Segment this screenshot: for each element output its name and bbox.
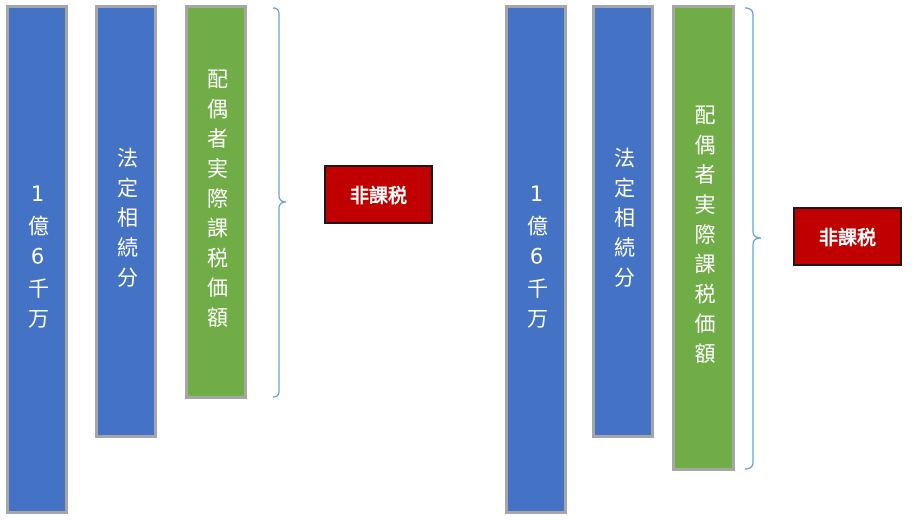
right-legal-share-label: 法定相続分 (611, 146, 636, 297)
right-tax-exempt-badge: 非課税 (793, 207, 902, 266)
left-tax-exempt-badge: 非課税 (324, 165, 433, 224)
left-total-estate-bar: 1億6千万 (6, 5, 68, 514)
left-total-estate-label: 1億6千万 (25, 181, 50, 338)
left-spouse-taxable-label: 配偶者実際課税価額 (204, 67, 229, 337)
left-tax-exempt-label: 非課税 (349, 185, 407, 207)
right-legal-share-bar: 法定相続分 (592, 5, 654, 438)
right-brace (744, 7, 762, 470)
right-spouse-taxable-label: 配偶者実際課税価額 (692, 103, 716, 373)
left-brace (272, 7, 287, 398)
right-total-estate-bar: 1億6千万 (505, 5, 567, 514)
left-legal-share-label: 法定相続分 (114, 146, 139, 297)
right-total-estate-label: 1億6千万 (524, 181, 549, 338)
left-legal-share-bar: 法定相続分 (95, 5, 157, 438)
right-tax-exempt-label: 非課税 (818, 227, 876, 249)
left-spouse-taxable-bar: 配偶者実際課税価額 (185, 5, 247, 399)
right-spouse-taxable-bar: 配偶者実際課税価額 (672, 5, 735, 471)
